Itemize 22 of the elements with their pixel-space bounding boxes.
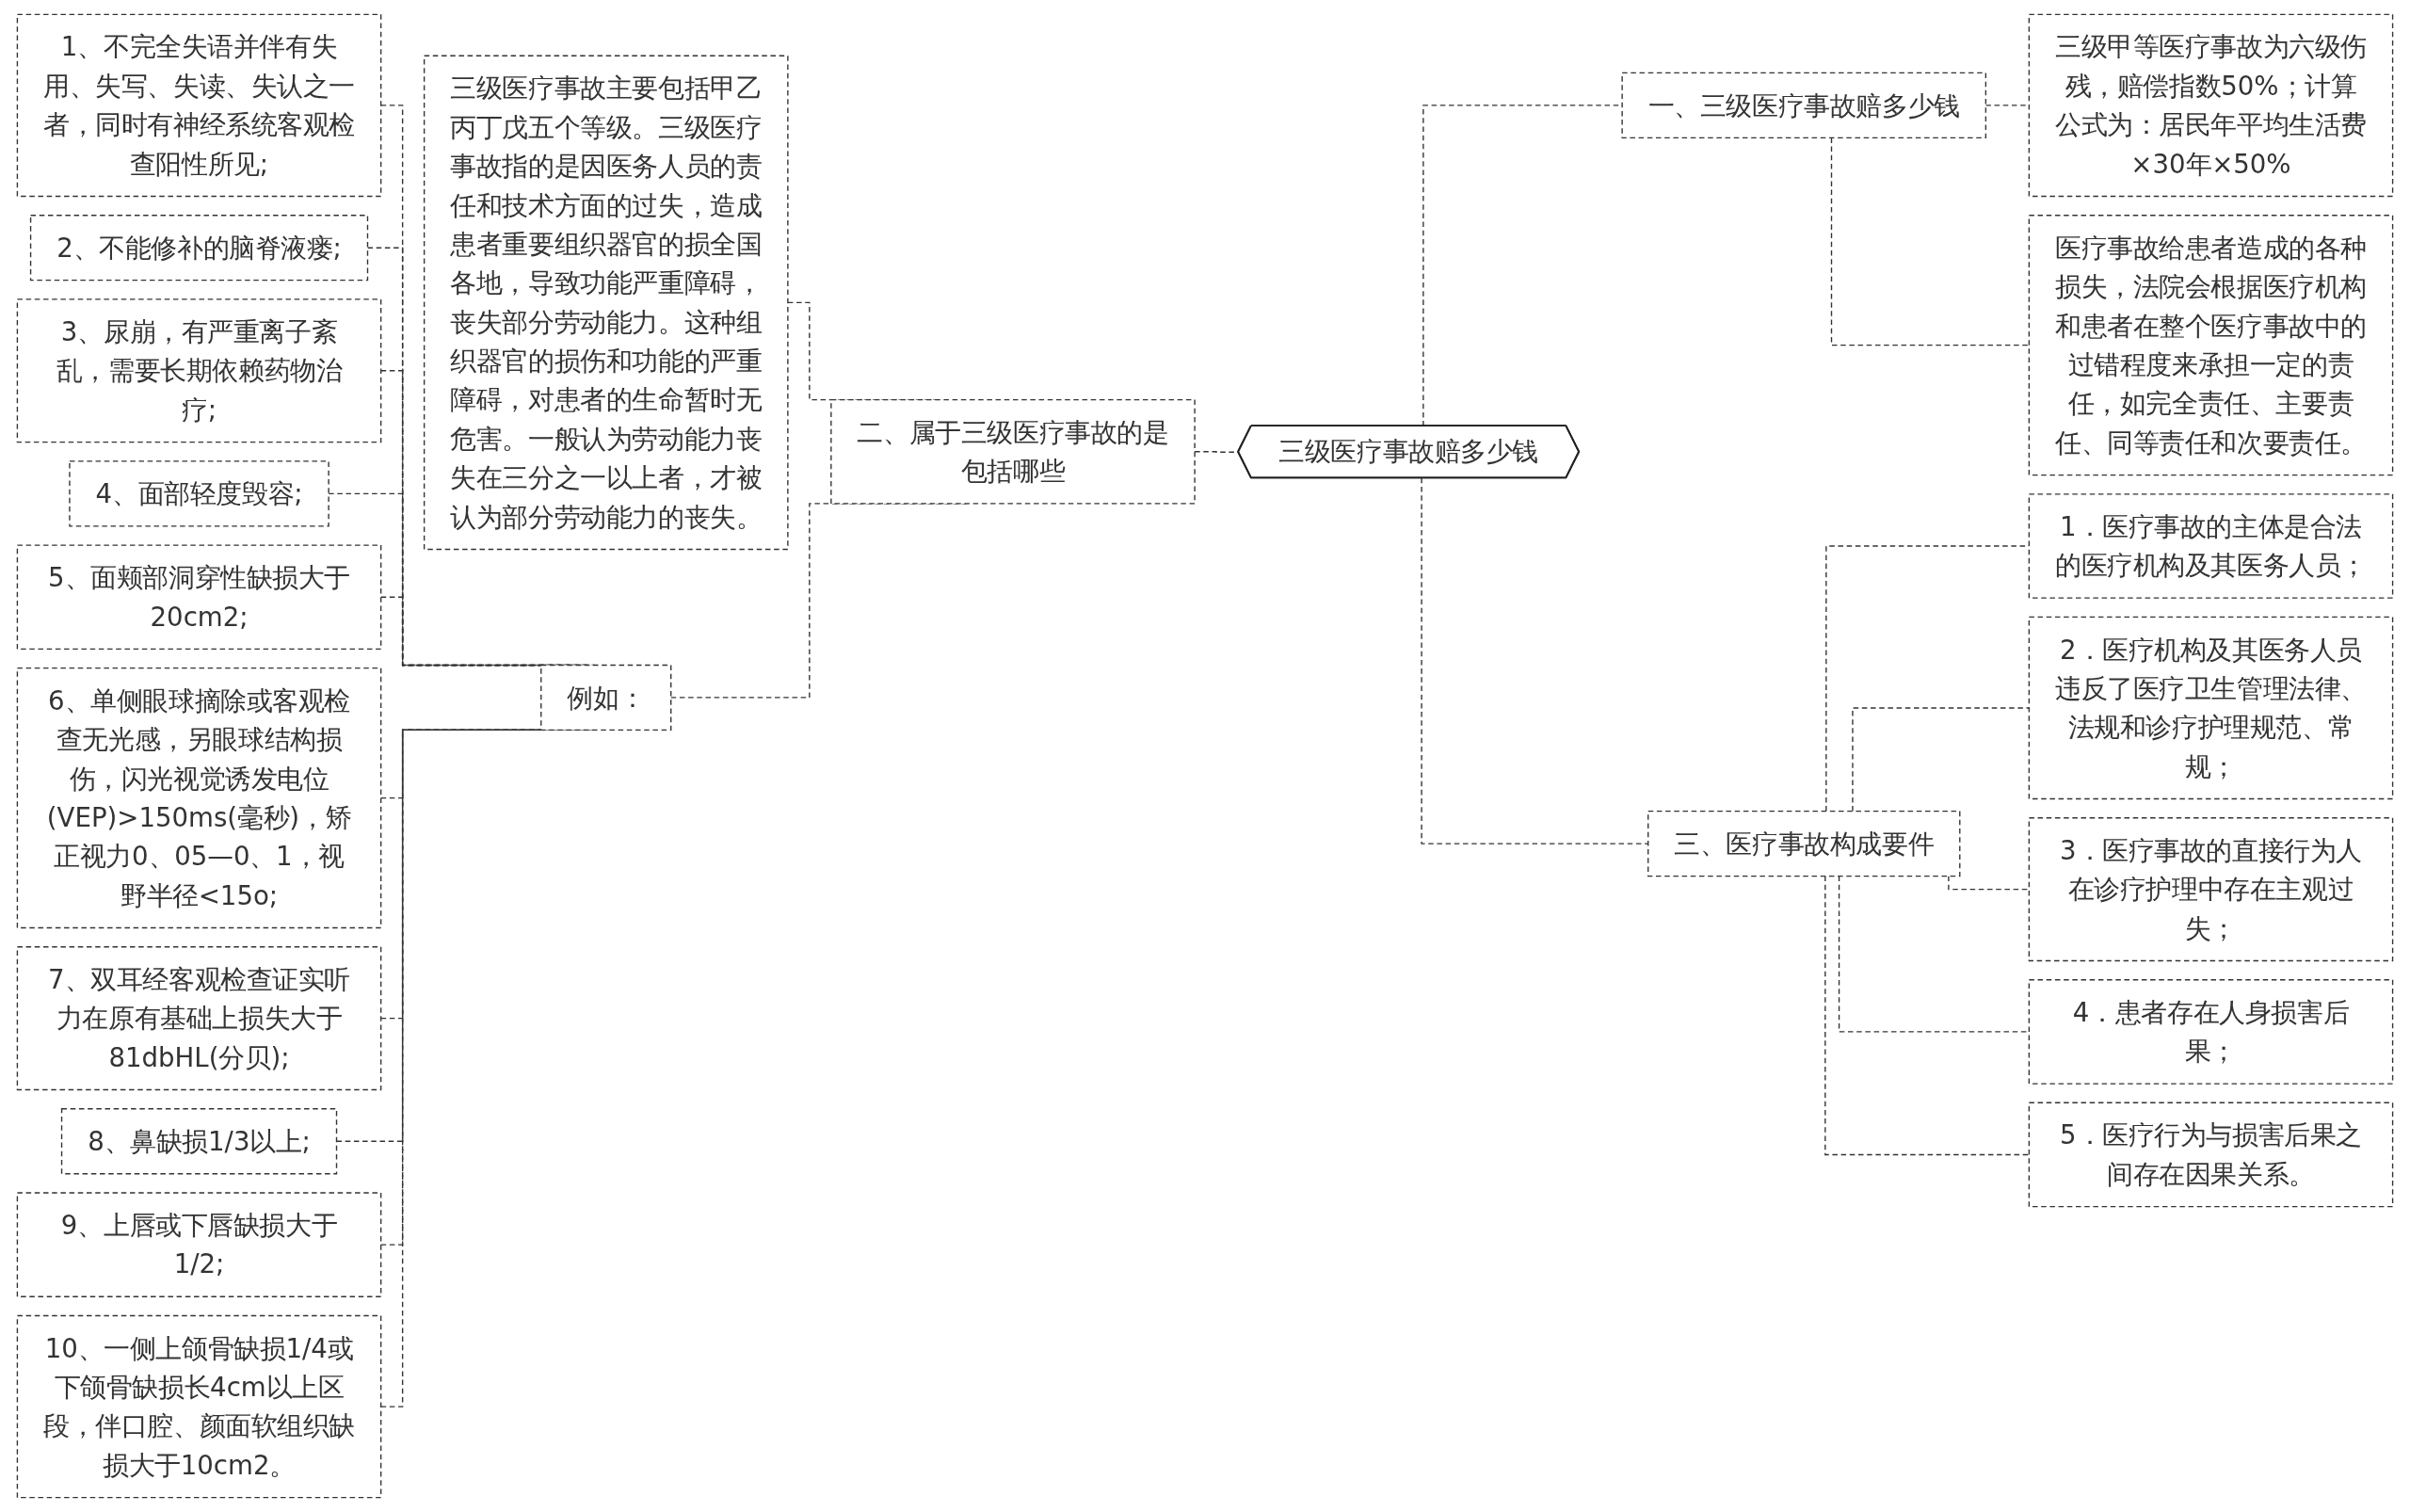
node-box: 7、双耳经客观检查证实听力在原有基础上损失大于81dbHL(分贝);	[16, 946, 382, 1091]
node-box: 一、三级医疗事故赔多少钱	[1621, 72, 1987, 139]
node-box: 10、一侧上颌骨缺损1/4或下颌骨缺损长4cm以上区段，伴口腔、颜面软组织缺损大于10cm2。	[16, 1314, 382, 1499]
node-box: 3、尿崩，有严重离子紊乱，需要长期依赖药物治疗;	[16, 298, 382, 443]
node-box: 6、单侧眼球摘除或客观检查无光感，另眼球结构损伤，闪光视觉诱发电位(VEP)>150ms(毫秒)，矫正视力0、05—0、1，视野半径<15o;	[16, 667, 382, 929]
node-box: 三级医疗事故主要包括甲乙丙丁戊五个等级。三级医疗事故指的是因医务人员的责任和技术方面的过失，造成患者重要组织器官的损全国各地，导致功能严重障碍，丧失部分劳动能力。这种组织器官的损伤和功能的严重障碍，对患者的生命暂时无危害。一般认为劳动能力丧失在三分之一以上者，才被认为部分劳动能力的丧失。	[423, 55, 789, 551]
node-box: 三、医疗事故构成要件	[1647, 810, 1961, 877]
node-box: 8、鼻缺损1/3以上;	[60, 1108, 338, 1175]
node-box: 4、面部轻度毁容;	[69, 460, 329, 527]
node-box: 1．医疗事故的主体是合法的医疗机构及其医务人员；	[2028, 493, 2394, 599]
node-box: 2．医疗机构及其医务人员违反了医疗卫生管理法律、法规和诊疗护理规范、常规；	[2028, 616, 2394, 800]
node-box: 医疗事故给患者造成的各种损失，法院会根据医疗机构和患者在整个医疗事故中的过错程度来承担一定的责任，如完全责任、主要责任、同等责任和次要责任。	[2028, 215, 2394, 476]
node-box: 5、面颊部洞穿性缺损大于20cm2;	[16, 544, 382, 651]
node-box: 三级甲等医疗事故为六级伤残，赔偿指数50%；计算公式为：居民年平均生活费×30年×50%	[2028, 13, 2394, 198]
node-box: 3．医疗事故的直接行为人在诊疗护理中存在主观过失；	[2028, 817, 2394, 962]
node-box: 4．患者存在人身损害后果；	[2028, 979, 2394, 1085]
node-box: 5．医疗行为与损害后果之间存在因果关系。	[2028, 1102, 2394, 1208]
node-box: 例如：	[540, 664, 672, 732]
node-box: 2、不能修补的脑脊液瘘;	[29, 215, 369, 281]
node-box: 9、上唇或下唇缺损大于1/2;	[16, 1192, 382, 1297]
node-box: 二、属于三级医疗事故的是包括哪些	[830, 398, 1196, 505]
node-box: 1、不完全失语并伴有失用、失写、失读、失认之一者，同时有神经系统客观检查阳性所见;	[16, 13, 382, 198]
